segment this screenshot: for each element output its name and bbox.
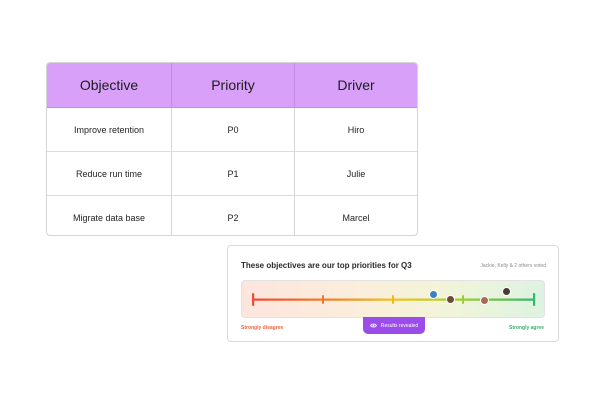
table-cell-driver[interactable]: Marcel bbox=[294, 196, 417, 235]
agreement-scale[interactable] bbox=[241, 280, 545, 318]
scale-tick-3 bbox=[392, 295, 394, 304]
voter-avatar-1[interactable] bbox=[428, 290, 438, 299]
scale-min-label: Strongly disagree bbox=[241, 325, 284, 331]
voter-avatar-3[interactable] bbox=[479, 296, 489, 305]
scale-tick-1 bbox=[252, 293, 255, 306]
agreement-poll-card: These objectives are our top priorities … bbox=[227, 245, 559, 342]
table-row: Improve retention P0 Hiro bbox=[47, 108, 417, 151]
poll-question: These objectives are our top priorities … bbox=[241, 261, 412, 270]
voter-avatar-2[interactable] bbox=[445, 295, 455, 304]
table-cell-objective[interactable]: Migrate data base bbox=[72, 212, 146, 223]
header-priority[interactable]: Priority bbox=[171, 63, 294, 107]
table-cell-priority[interactable]: P0 bbox=[171, 108, 294, 151]
results-revealed-button[interactable]: Results revealed bbox=[363, 317, 425, 334]
table-cell-objective[interactable]: Reduce run time bbox=[75, 168, 143, 179]
table-row: Reduce run time P1 Julie bbox=[47, 151, 417, 195]
table-cell-driver[interactable]: Hiro bbox=[294, 108, 417, 151]
table-cell-priority[interactable]: P2 bbox=[171, 196, 294, 235]
header-objective[interactable]: Objective bbox=[79, 77, 139, 93]
results-label: Results revealed bbox=[380, 322, 419, 329]
table-cell-objective[interactable]: Improve retention bbox=[73, 124, 145, 135]
poll-voters-summary[interactable]: Jackie, Kelly & 2 others voted bbox=[480, 263, 546, 269]
table-cell-priority[interactable]: P1 bbox=[171, 152, 294, 195]
scale-line-graphic bbox=[252, 293, 536, 306]
objectives-table: Objective Priority Driver Improve retent… bbox=[46, 62, 418, 236]
voter-avatar-4[interactable] bbox=[502, 287, 512, 296]
scale-max-label: Strongly agree bbox=[508, 325, 544, 331]
table-row: Migrate data base P2 Marcel bbox=[47, 195, 417, 235]
table-header-row: Objective Priority Driver bbox=[47, 63, 417, 108]
scale-tick-4 bbox=[462, 295, 464, 304]
header-driver[interactable]: Driver bbox=[294, 63, 417, 107]
table-cell-driver[interactable]: Julie bbox=[294, 152, 417, 195]
scale-tick-5 bbox=[533, 293, 536, 306]
eye-icon bbox=[369, 323, 377, 328]
scale-tick-2 bbox=[322, 295, 324, 304]
